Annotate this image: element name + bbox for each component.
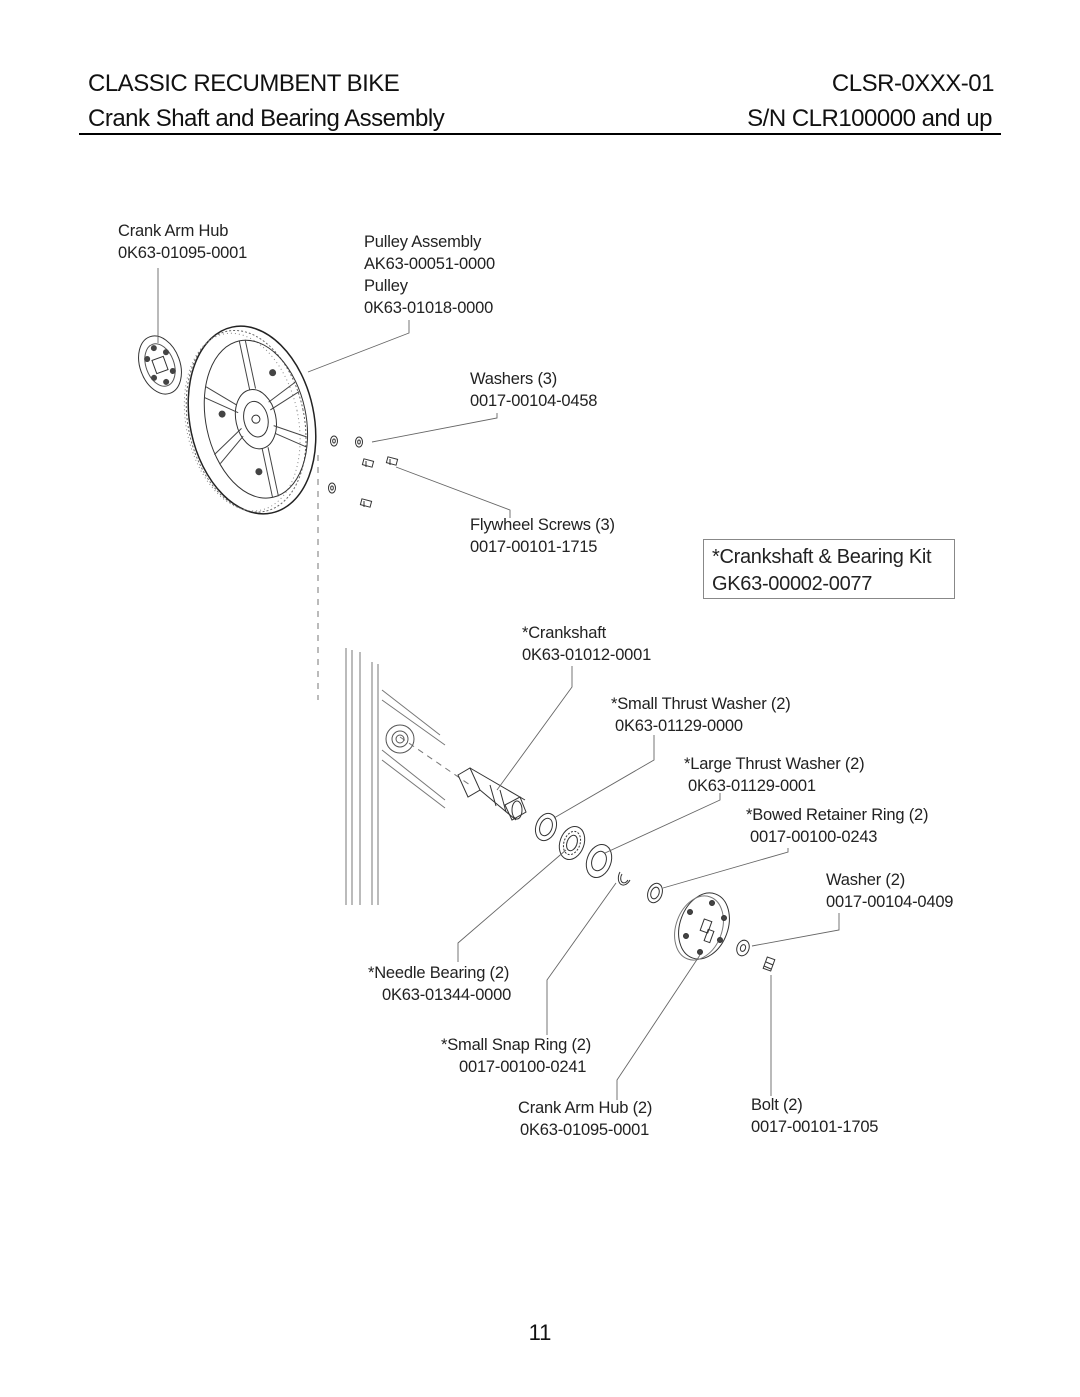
manual-title: CLASSIC RECUMBENT BIKE bbox=[88, 70, 400, 97]
small-snap-ring-icon bbox=[617, 871, 631, 886]
header-rule bbox=[79, 133, 1001, 135]
small-thrust-washer-icon bbox=[534, 812, 558, 842]
page-number: 11 bbox=[528, 1320, 552, 1345]
flywheel-screw-icons bbox=[359, 456, 399, 508]
crank-arm-hub-bottom-icon bbox=[674, 892, 730, 961]
label-pulley-assembly: Pulley Assembly AK63-00051-0000 Pulley 0… bbox=[364, 233, 495, 317]
model-number: CLSR-0XXX-01 bbox=[831, 70, 995, 97]
label-bowed-retainer-ring: *Bowed Retainer Ring (2) 0017-00100-0243 bbox=[746, 806, 929, 846]
label-small-thrust-washer: *Small Thrust Washer (2) 0K63-01129-0000 bbox=[611, 695, 791, 735]
pulley-icon bbox=[183, 325, 317, 515]
label-crank-arm-hub-bottom: Crank Arm Hub (2) 0K63-01095-0001 bbox=[518, 1099, 653, 1139]
label-needle-bearing: *Needle Bearing (2) 0K63-01344-0000 bbox=[368, 964, 512, 1004]
section-title: Crank Shaft and Bearing Assembly bbox=[88, 105, 445, 132]
frame-tubes bbox=[345, 648, 471, 905]
bolt-icon bbox=[762, 956, 776, 972]
crankshaft-icon bbox=[457, 767, 527, 821]
crank-arm-hub-top-icon bbox=[138, 335, 182, 395]
label-crank-arm-hub-top: Crank Arm Hub 0K63-01095-0001 bbox=[118, 222, 248, 262]
label-large-thrust-washer: *Large Thrust Washer (2) 0K63-01129-0001 bbox=[684, 755, 865, 795]
needle-bearing-icon bbox=[558, 826, 586, 860]
serial-range: S/N CLR100000 and up bbox=[747, 105, 992, 132]
kit-name: *Crankshaft & Bearing Kit bbox=[712, 546, 932, 568]
frame-bracket-icon bbox=[385, 724, 415, 754]
label-washers: Washers (3) 0017-00104-0458 bbox=[470, 370, 598, 410]
washer-icon bbox=[736, 939, 750, 957]
kit-callout-box: *Crankshaft & Bearing Kit GK63-00002-007… bbox=[703, 539, 955, 599]
leader-lines bbox=[157, 268, 840, 1100]
large-thrust-washer-icon bbox=[585, 844, 613, 878]
label-flywheel-screws: Flywheel Screws (3) 0017-00101-1715 bbox=[470, 516, 615, 556]
label-crankshaft: *Crankshaft 0K63-01012-0001 bbox=[522, 624, 652, 664]
bowed-retainer-ring-icon bbox=[647, 882, 663, 904]
label-washer: Washer (2) 0017-00104-0409 bbox=[826, 871, 954, 911]
washer-small-icons bbox=[328, 435, 363, 494]
label-bolt: Bolt (2) 0017-00101-1705 bbox=[751, 1096, 879, 1136]
kit-part-number: GK63-00002-0077 bbox=[712, 573, 873, 595]
label-small-snap-ring: *Small Snap Ring (2) 0017-00100-0241 bbox=[441, 1036, 592, 1076]
